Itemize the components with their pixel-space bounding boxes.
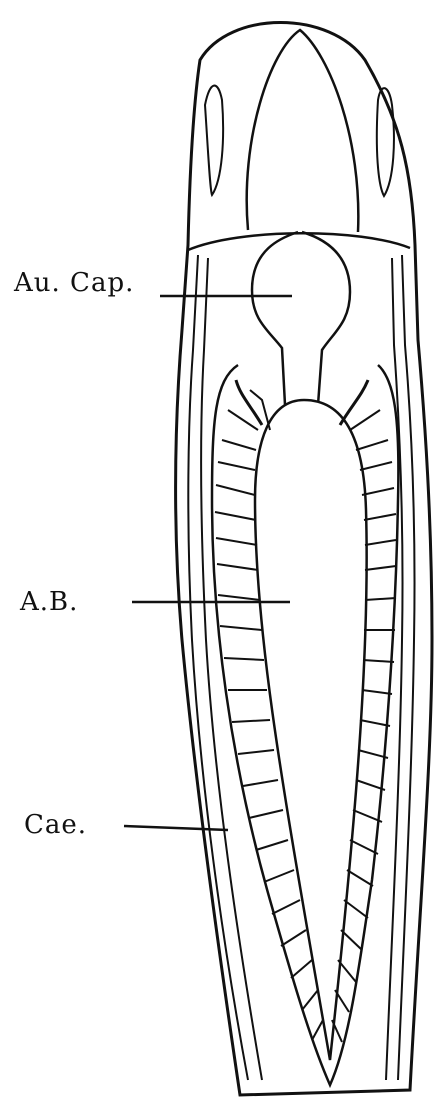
tentacle-left <box>205 86 223 195</box>
auricular-chamber <box>252 232 350 405</box>
label-cae: Cae. <box>24 810 87 840</box>
label-ab: A.B. <box>20 587 78 617</box>
body-wall-left-inner <box>201 258 262 1080</box>
tentacle-right <box>377 88 394 196</box>
body-wall-right-outer <box>398 255 415 1080</box>
label-auricular-capillary: Au. Cap. <box>14 268 134 298</box>
leader-line-cae <box>124 826 228 830</box>
head-base-line <box>188 233 410 250</box>
body-wall-left-outer <box>188 255 248 1080</box>
head-inner-outline <box>247 30 359 232</box>
